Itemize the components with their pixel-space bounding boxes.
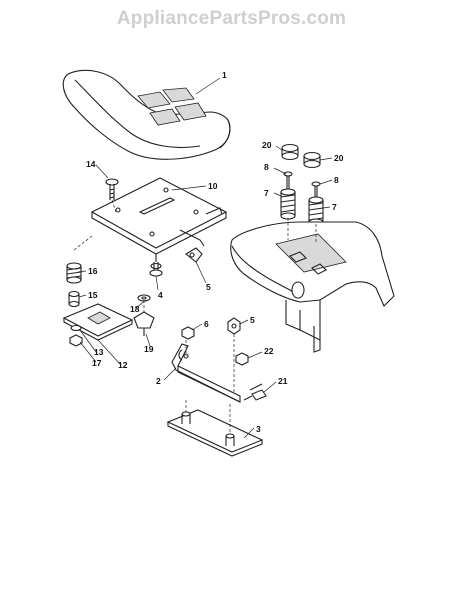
bracket-12[interactable] <box>62 303 134 341</box>
bumper-20-right[interactable] <box>303 151 321 169</box>
assembly-lines <box>73 199 317 434</box>
callout-19: 19 <box>144 344 154 354</box>
washer-13[interactable] <box>70 324 82 332</box>
callout-20-right: 20 <box>334 153 344 163</box>
callout-22: 22 <box>264 346 274 356</box>
callout-7-left: 7 <box>264 188 269 198</box>
fender-panel <box>230 221 395 353</box>
nut-22[interactable] <box>235 352 249 366</box>
callout-16: 16 <box>88 266 98 276</box>
callout-10: 10 <box>208 181 218 191</box>
pin-8-left[interactable] <box>283 171 293 190</box>
washer-18[interactable] <box>137 294 151 302</box>
spring-7-right[interactable] <box>308 196 324 226</box>
seat-part[interactable] <box>62 69 231 160</box>
bushing-15[interactable] <box>68 290 80 308</box>
callout-18: 18 <box>130 304 140 314</box>
bolt-4[interactable] <box>149 262 163 277</box>
callout-2: 2 <box>156 376 161 386</box>
callout-15: 15 <box>88 290 98 300</box>
callout-20-left: 20 <box>262 140 272 150</box>
callout-7-right: 7 <box>332 202 337 212</box>
callout-12: 12 <box>118 360 128 370</box>
pin-8-right[interactable] <box>311 181 321 198</box>
callout-6: 6 <box>204 319 209 329</box>
callout-8-right: 8 <box>334 175 339 185</box>
callout-13: 13 <box>94 347 104 357</box>
hinge-bracket-2[interactable] <box>171 343 241 403</box>
plate-3[interactable] <box>166 409 264 457</box>
knob-19[interactable] <box>133 311 155 336</box>
callout-4: 4 <box>158 290 163 300</box>
callout-14: 14 <box>86 159 96 169</box>
clip-5-upper[interactable] <box>185 247 203 263</box>
nut-6[interactable] <box>181 326 195 340</box>
callout-3: 3 <box>256 424 261 434</box>
callout-numbers: 1 10 14 16 15 4 5 18 19 12 13 17 6 5 22 … <box>86 70 344 434</box>
nut-17[interactable] <box>69 334 83 347</box>
callout-21: 21 <box>278 376 288 386</box>
callout-1: 1 <box>222 70 227 80</box>
seat-pan-10[interactable] <box>90 177 228 262</box>
bolt-21[interactable] <box>243 383 267 401</box>
callout-5-upper: 5 <box>206 282 211 292</box>
bumper-20-left[interactable] <box>281 143 299 161</box>
bolt-14[interactable] <box>105 178 119 200</box>
site-watermark: AppliancePartsPros.com <box>116 8 347 29</box>
clip-5-lower[interactable] <box>227 317 241 335</box>
callout-8-left: 8 <box>264 162 269 172</box>
callout-5-lower: 5 <box>250 315 255 325</box>
spring-7-left[interactable] <box>280 188 296 220</box>
spring-16[interactable] <box>66 262 82 284</box>
callout-17: 17 <box>92 358 102 368</box>
callout-leaders <box>77 77 333 439</box>
